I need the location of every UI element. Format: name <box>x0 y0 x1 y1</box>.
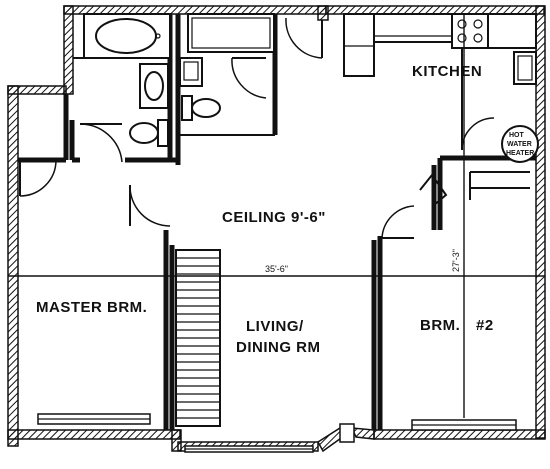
kitchen-sink <box>513 51 537 85</box>
label-kitchen: KITCHEN <box>412 63 482 80</box>
refrigerator <box>343 13 375 77</box>
label-water-heater-3: HEATER <box>506 150 534 157</box>
bath-fixtures <box>83 13 275 147</box>
windows <box>37 413 517 453</box>
window-bay <box>339 423 355 443</box>
bathtub-2 <box>187 13 275 53</box>
dishwasher <box>487 13 537 49</box>
label-ceiling: CEILING 9'-6" <box>222 209 326 226</box>
toilet-1 <box>157 119 169 147</box>
label-water-heater-1: HOT <box>509 132 525 139</box>
label-living-line2: DINING RM <box>236 339 321 356</box>
toilet-2 <box>181 95 193 121</box>
doors <box>19 17 495 239</box>
water-heater <box>501 125 539 163</box>
dimension-depth: 27'-3" <box>451 249 461 272</box>
dimension-lines <box>8 14 545 418</box>
staircase <box>175 249 221 427</box>
label-water-heater-2: WATER <box>507 141 532 148</box>
kitchen-fixtures <box>343 13 539 163</box>
label-master-bedroom: MASTER BRM. <box>36 299 147 316</box>
counter <box>373 13 453 43</box>
sink-2 <box>179 57 203 87</box>
label-living-line1: LIVING/ <box>246 318 304 335</box>
dimension-width: 35'-6" <box>265 264 288 274</box>
stove <box>451 13 489 49</box>
label-bedroom2-part1: BRM. <box>420 317 460 334</box>
label-bedroom2-part2: #2 <box>476 317 494 334</box>
